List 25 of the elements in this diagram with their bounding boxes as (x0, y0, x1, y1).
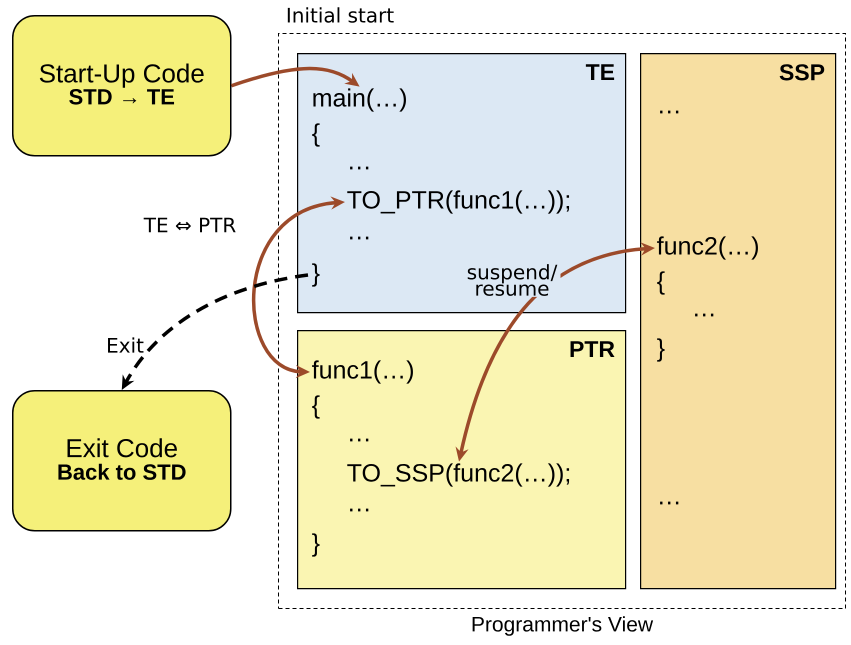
code-line: { (312, 395, 320, 419)
edge-label: suspend/ resume (464, 263, 560, 297)
code-line: } (312, 263, 320, 287)
code-line: func2(…) (657, 236, 758, 260)
code-line: } (657, 338, 665, 362)
code-line: TO_PTR(func1(…)); (347, 190, 570, 214)
code-line: { (312, 123, 320, 147)
code-line: … (350, 508, 368, 512)
code-line: main(…) (313, 88, 406, 112)
edge-label: TE ⇔ PTR (142, 216, 238, 234)
edge-label: Exit (105, 336, 145, 354)
code-line: … (350, 236, 368, 240)
node-label: Programmer's View (472, 616, 654, 636)
code-line: … (660, 502, 678, 504)
code-line: … (695, 314, 714, 316)
code-line: … (350, 166, 368, 170)
code-line: func1(…) (312, 360, 413, 384)
code-box: Exit Code Back to STD (12, 390, 232, 532)
code-line: … (660, 110, 678, 114)
edge-label: Initial start (284, 6, 396, 24)
code-line: TO_SSP(func2(…)); (347, 463, 570, 487)
code-line: … (350, 438, 368, 442)
code-box: Start-Up Code STD → TE (12, 15, 232, 156)
code-line: } (312, 533, 320, 557)
code-line: { (657, 271, 665, 295)
